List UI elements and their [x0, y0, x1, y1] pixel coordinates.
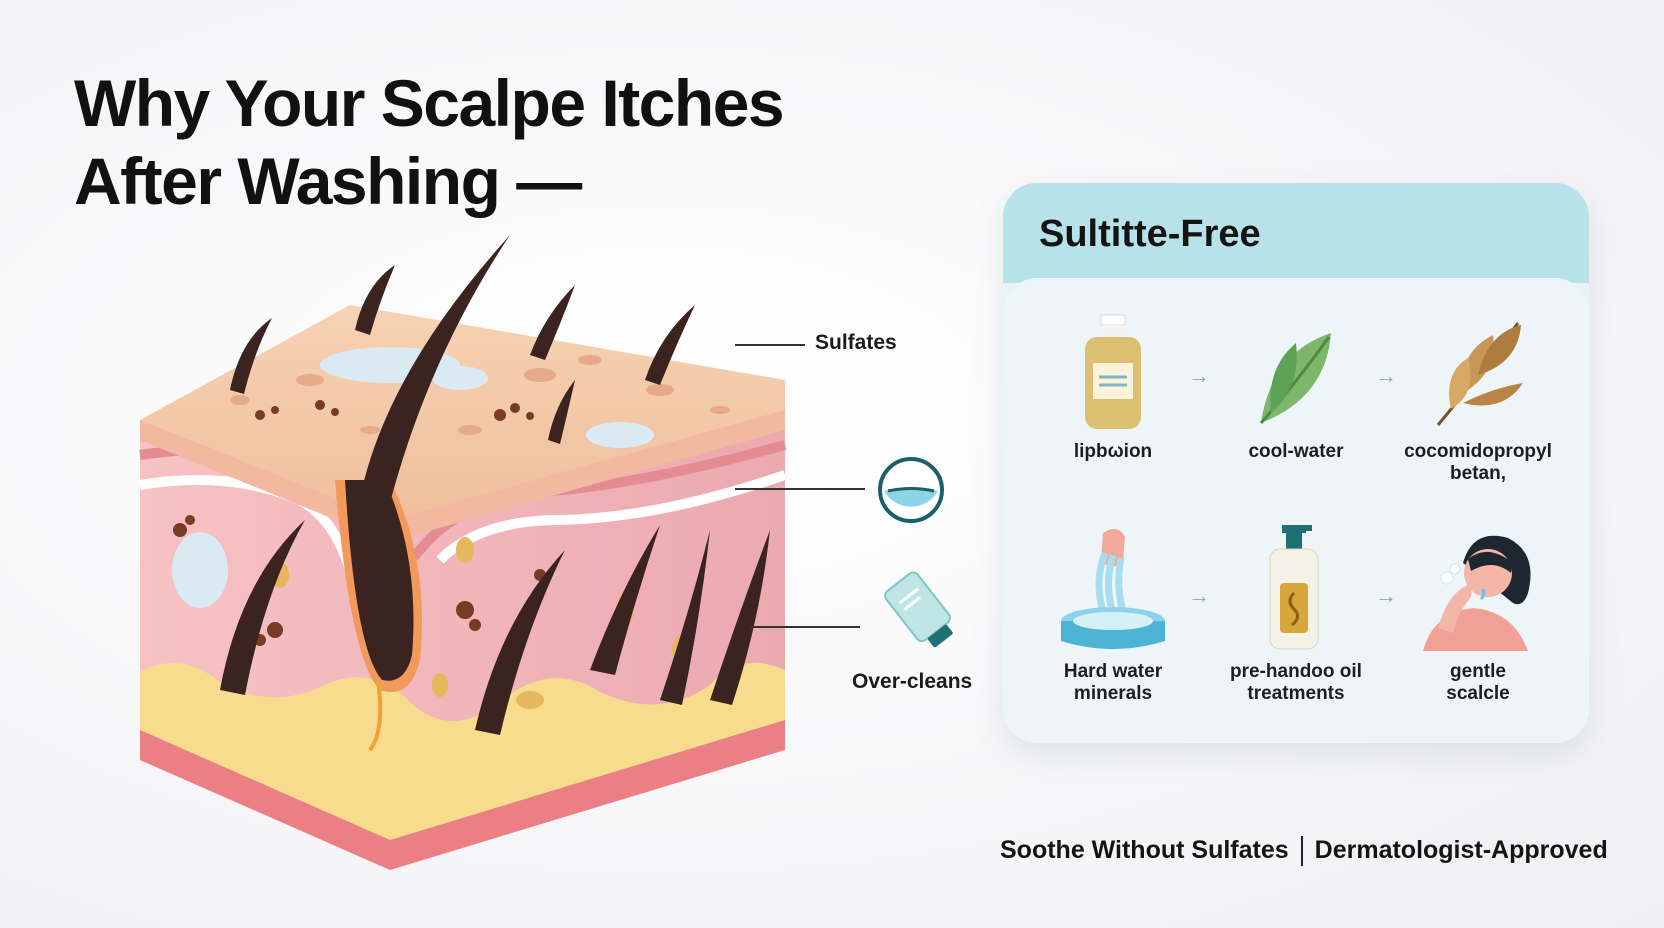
arrow-icon: →	[1188, 583, 1210, 608]
panel-body: lipbωion → cool-water → cocomidopropyl b…	[1003, 278, 1589, 743]
arrow-icon: →	[1375, 583, 1397, 608]
step-pre-shampoo-oil-label: pre-handoo oil treatments	[1211, 661, 1381, 705]
green-leaf-icon	[1259, 333, 1331, 424]
cleanser-tube-icon	[884, 571, 953, 648]
title-line-1: Why Your Scalpe Itches	[74, 66, 785, 140]
label-line: betan,	[1450, 463, 1506, 484]
lotion-bottle-icon	[1085, 314, 1141, 429]
step-hard-water: Hard water minerals	[1028, 523, 1198, 705]
step-pre-shampoo-oil: pre-handoo oil treatments	[1211, 523, 1381, 705]
person-washing-icon	[1423, 535, 1531, 651]
footer-tagline: Soothe Without Sulfates Dermatologist-App…	[1000, 836, 1608, 867]
panel-title: Sultitte-Free	[1039, 213, 1261, 255]
sulfate-free-panel: Sultitte-Free lipbωion → cool-water →	[1003, 183, 1589, 743]
label-line: pre-handoo oil	[1230, 661, 1362, 682]
title-line-2: After Washing —	[74, 144, 582, 218]
pump-bottle-icon	[1269, 525, 1319, 650]
step-cocomidopropyl: cocomidopropyl betan,	[1393, 313, 1563, 485]
label-line: gentle	[1450, 661, 1506, 682]
step-hard-water-label: Hard water minerals	[1028, 661, 1198, 705]
step-lipbwion-label: lipbωion	[1073, 441, 1153, 462]
arrow-icon: →	[1375, 363, 1397, 388]
page-title: Why Your Scalpe Itches After Washing —	[74, 64, 894, 220]
sulfates-callout-label: Sulfates	[815, 331, 897, 354]
scalp-cross-section-illustration	[139, 235, 787, 870]
label-line: scalcle	[1446, 683, 1510, 704]
footer-right: Dermatologist-Approved	[1314, 836, 1608, 864]
step-cool-water-label: cool-water	[1248, 441, 1344, 462]
arrow-icon: →	[1188, 363, 1210, 388]
label-line: minerals	[1073, 683, 1153, 704]
label-line: cocomidopropyl	[1404, 441, 1552, 462]
sulfates-callout-line	[735, 344, 805, 346]
water-droplet-circle-icon	[878, 457, 944, 523]
panel-header: Sultitte-Free	[1003, 183, 1589, 283]
water-basin-icon	[1061, 528, 1165, 649]
label-line: treatments	[1247, 683, 1345, 704]
footer-divider	[1300, 836, 1303, 867]
label-line: Hard water	[1063, 661, 1163, 682]
footer-left: Soothe Without Sulfates	[1000, 836, 1289, 864]
over-cleans-callout-label: Over-cleans	[852, 670, 973, 693]
step-gentle-scalcle: gentle scalcle	[1393, 523, 1563, 705]
step-gentle-scalcle-label: gentle scalcle	[1393, 661, 1563, 705]
step-lipbwion: lipbωion	[1028, 313, 1198, 463]
over-cleans-callout-line	[750, 626, 860, 628]
dry-leaf-icon	[1436, 322, 1523, 426]
step-cool-water: cool-water	[1211, 313, 1381, 463]
step-cocomidopropyl-label: cocomidopropyl betan,	[1393, 441, 1563, 485]
water-callout-line	[735, 488, 865, 490]
